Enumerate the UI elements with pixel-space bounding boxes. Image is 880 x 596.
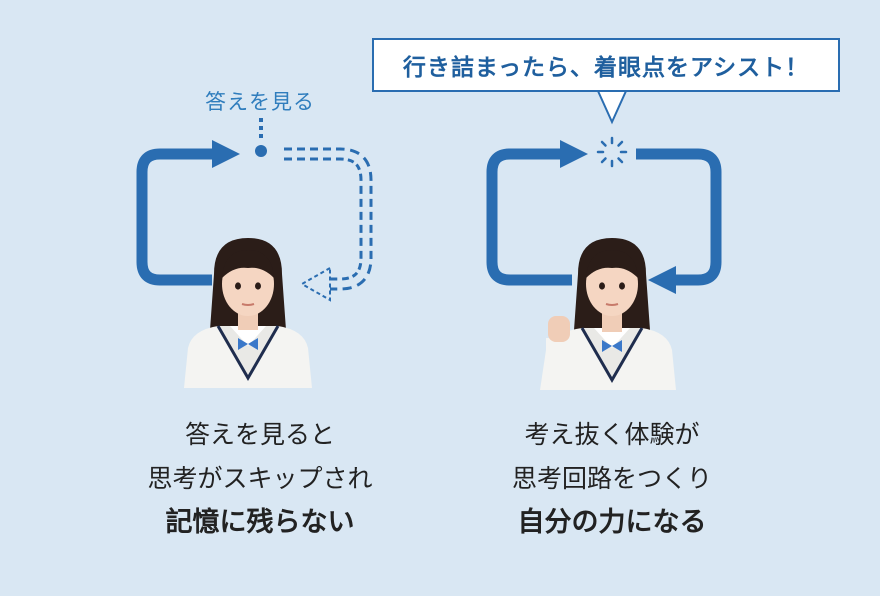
answer-label: 答えを見る bbox=[205, 90, 315, 114]
right-loop-return-arrow-icon bbox=[636, 148, 722, 286]
assist-callout-text: 行き詰まったら、着眼点をアシスト！ bbox=[402, 55, 810, 81]
right-loop-return-arrowhead-icon bbox=[648, 266, 676, 294]
left-caption: 答えを見ると 思考がスキップされ 記憶に残らない bbox=[80, 413, 440, 545]
left-loop-arrowhead-icon bbox=[212, 140, 240, 168]
sparkle-circle-icon bbox=[596, 136, 628, 168]
right-loop-solid-arrow-icon bbox=[486, 148, 572, 286]
right-caption: 考え抜く体験が 思考回路をつくり 自分の力になる bbox=[432, 413, 792, 545]
left-caption-conclusion: 記憶に残らない bbox=[165, 507, 355, 538]
answer-dot-icon bbox=[255, 118, 267, 157]
left-loop-solid-arrow-icon bbox=[136, 148, 220, 286]
right-caption-line-1: 考え抜く体験が bbox=[524, 420, 700, 449]
dashed-skip-arrow-icon bbox=[284, 147, 373, 302]
student-fist-icon bbox=[540, 238, 676, 390]
student-thinking-icon bbox=[184, 238, 312, 388]
left-caption-line-2: 思考がスキップされ bbox=[147, 464, 373, 493]
right-loop-top-arrowhead-icon bbox=[560, 140, 588, 168]
assist-callout: 行き詰まったら、着眼点をアシスト！ bbox=[372, 38, 840, 92]
right-caption-conclusion: 自分の力になる bbox=[517, 507, 707, 538]
right-caption-line-2: 思考回路をつくり bbox=[511, 464, 712, 493]
callout-pointer-icon bbox=[596, 90, 628, 125]
left-caption-line-1: 答えを見ると bbox=[184, 420, 335, 449]
